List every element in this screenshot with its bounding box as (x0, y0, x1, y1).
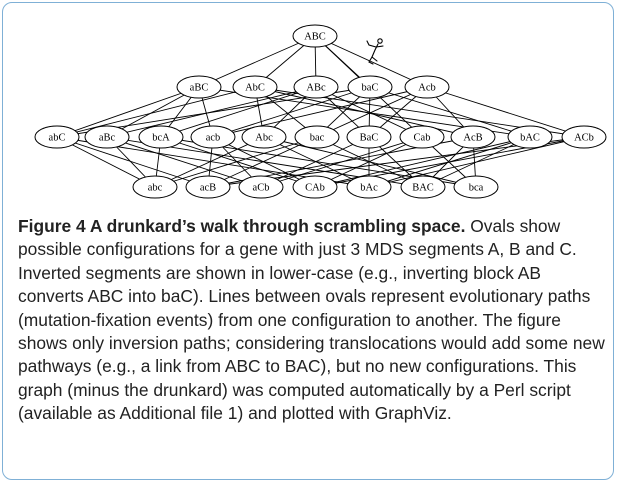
node-label: AbC (245, 83, 265, 94)
node-oval (238, 175, 284, 199)
node-BaC: BaC (346, 125, 392, 149)
node-bAc: bAc (346, 175, 392, 199)
node-label: acB (200, 183, 216, 194)
node-acB: acB (185, 175, 231, 199)
node-label: bca (469, 183, 484, 194)
node-label: ACb (574, 133, 594, 144)
node-label: abC (49, 133, 66, 144)
node-label: acb (206, 133, 221, 144)
figure-caption: Figure 4 A drunkard’s walk through scram… (18, 215, 608, 426)
node-label: aBc (99, 133, 116, 144)
edge-aBC-abC (56, 86, 200, 138)
caption-body: Ovals show possible configurations for a… (18, 216, 605, 424)
edge-Cab-CAb (314, 136, 423, 188)
node-oval (400, 175, 446, 199)
node-aBC: aBC (176, 75, 222, 99)
node-CAb: CAb (292, 175, 338, 199)
node-bca: bca (453, 175, 499, 199)
node-ACb: ACb (561, 125, 607, 149)
node-label: Abc (255, 133, 273, 144)
node-label: CAb (305, 183, 325, 194)
node-label: bac (310, 133, 325, 144)
nodes-layer: ABC aBC AbC ABc baC Acb abC aBc bcA acb Abc bac BaC C… (34, 24, 607, 199)
node-oval (176, 75, 222, 99)
node-oval (190, 125, 236, 149)
node-oval (292, 175, 338, 199)
node-Acb: Acb (404, 75, 450, 99)
caption-title: Figure 4 A drunkard’s walk through scram… (18, 216, 466, 236)
node-oval (347, 75, 393, 99)
node-abc: abc (132, 175, 178, 199)
node-oval (232, 75, 278, 99)
node-oval (138, 125, 184, 149)
edge-bAC-CAb (314, 136, 531, 188)
edge-acb-CAb (212, 136, 316, 188)
node-AbC: AbC (232, 75, 278, 99)
node-oval (84, 125, 130, 149)
edge-Acb-ACb (426, 86, 585, 138)
node-oval (292, 24, 338, 48)
node-oval (507, 125, 553, 149)
edge-ACb-bAc (368, 136, 585, 188)
node-bcA: bcA (138, 125, 184, 149)
node-label: BAC (412, 183, 434, 194)
node-aBc: aBc (84, 125, 130, 149)
node-bAC: bAC (507, 125, 553, 149)
edge-bac-abc (154, 136, 318, 188)
node-oval (132, 175, 178, 199)
edge-ABc-bcA (160, 86, 317, 138)
edge-baC-acb (212, 86, 371, 138)
node-label: ABC (304, 32, 326, 43)
node-aCb: aCb (238, 175, 284, 199)
node-label: AcB (463, 133, 482, 144)
node-abC: abC (34, 125, 80, 149)
node-oval (34, 125, 80, 149)
node-oval (346, 175, 392, 199)
edge-AbC-abC (56, 86, 256, 138)
node-bac: bac (294, 125, 340, 149)
edges-layer (56, 35, 585, 188)
node-acb: acb (190, 125, 236, 149)
edge-Acb-bac (316, 86, 428, 138)
drunkard-figure (366, 38, 384, 65)
node-oval (185, 175, 231, 199)
edge-Abc-abc (154, 136, 265, 188)
node-oval (404, 75, 450, 99)
scrambling-graph: ABC aBC AbC ABc baC Acb abC aBc bcA acb Abc bac BaC C… (34, 24, 607, 199)
edge-aBc-aCb (106, 136, 262, 188)
node-label: Cab (414, 133, 431, 144)
node-label: baC (362, 83, 379, 94)
node-Cab: Cab (399, 125, 445, 149)
node-oval (293, 75, 339, 99)
node-baC: baC (347, 75, 393, 99)
edge-bac-acB (207, 136, 318, 188)
node-oval (399, 125, 445, 149)
node-label: Acb (418, 83, 436, 94)
node-Abc: Abc (241, 125, 287, 149)
node-label: bcA (152, 133, 170, 144)
node-label: ABc (306, 83, 326, 94)
edge-ABC-Acb (314, 35, 428, 88)
edge-abC-abc (56, 136, 156, 188)
node-ABC: ABC (292, 24, 338, 48)
node-label: aBC (190, 83, 209, 94)
node-AcB: AcB (450, 125, 496, 149)
node-BAC: BAC (400, 175, 446, 199)
edge-BaC-aCb (260, 136, 370, 188)
node-label: bAC (520, 133, 540, 144)
node-label: aCb (253, 183, 270, 194)
node-oval (294, 125, 340, 149)
node-oval (561, 125, 607, 149)
node-label: BaC (360, 133, 379, 144)
edge-ABC-aBC (198, 35, 316, 88)
node-oval (241, 125, 287, 149)
node-oval (450, 125, 496, 149)
node-ABc: ABc (293, 75, 339, 99)
node-label: bAc (360, 183, 378, 194)
node-label: abc (148, 183, 163, 194)
edge-ABc-Cab (315, 86, 423, 138)
node-oval (453, 175, 499, 199)
node-oval (346, 125, 392, 149)
